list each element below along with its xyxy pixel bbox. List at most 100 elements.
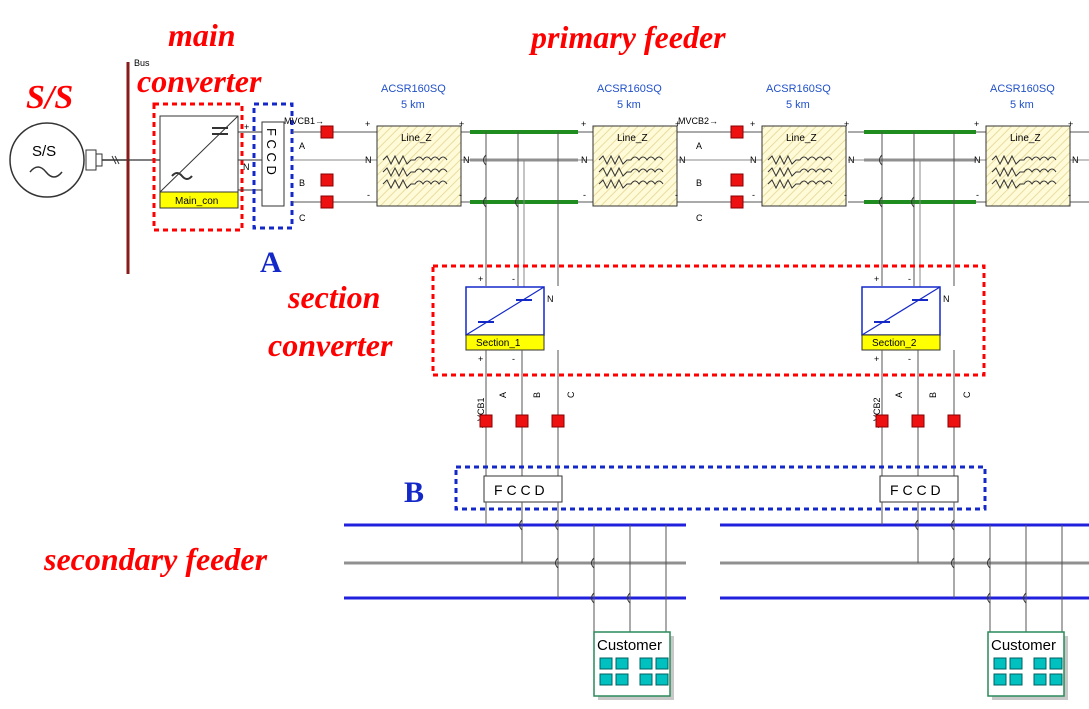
section-n-label: N — [943, 294, 950, 304]
phase-b-label: B — [299, 178, 305, 188]
breaker-b[interactable] — [320, 173, 334, 187]
line-length-label: 5 km — [786, 99, 810, 111]
phase-a-label: A — [299, 141, 305, 151]
line-minus-out: - — [675, 190, 678, 200]
drop-minus: - — [908, 274, 911, 284]
vcb-breaker[interactable] — [947, 414, 961, 428]
line-name-label: Line_Z — [617, 133, 648, 144]
vcb-label: ←VCB1 — [476, 397, 486, 430]
customer-2[interactable]: Customer — [987, 631, 1068, 700]
fccd-main[interactable]: F C C D — [252, 102, 294, 230]
line-n-out: N — [1072, 155, 1079, 165]
line-plus-in: + — [750, 119, 755, 129]
section-out-minus: - — [908, 354, 911, 364]
secondary-breakers-2[interactable]: ←VCB2 A B C — [872, 350, 972, 476]
section-converter-title: converter — [268, 327, 393, 363]
line-type-label: ACSR160SQ — [381, 83, 446, 95]
breaker-a[interactable] — [320, 125, 334, 139]
phase-b-label: B — [696, 178, 702, 188]
main-title: main — [168, 17, 236, 53]
section-converter-2[interactable]: Section_2N+- — [861, 286, 950, 364]
line-minus-out: - — [844, 190, 847, 200]
customer-label: Customer — [991, 637, 1056, 654]
section-converter-highlight — [431, 264, 986, 377]
customer-window-icon — [1049, 673, 1063, 686]
phase-c-label: C — [299, 213, 306, 223]
phase-a-label: A — [894, 392, 904, 398]
primary-feeder-conductors — [292, 130, 1089, 204]
line-name-label: Line_Z — [786, 133, 817, 144]
customer-window-icon — [1009, 657, 1023, 670]
breaker-a[interactable] — [730, 125, 744, 139]
breaker-c[interactable] — [730, 195, 744, 209]
phase-a-label: A — [498, 392, 508, 398]
source-label: S/S — [32, 143, 56, 160]
line-length-label: 5 km — [1010, 99, 1034, 111]
substation-source[interactable]: S/S — [9, 122, 128, 198]
secondary-feeder-conductors — [344, 523, 1089, 600]
primary-feeder-title: primary feeder — [528, 19, 726, 55]
fccd-secondary-label: F C C D — [890, 482, 941, 498]
vcb-breaker[interactable] — [515, 414, 529, 428]
section-drop-2: +- — [874, 132, 955, 296]
mv-breaker-group-1[interactable]: MVCB1→ A B C — [284, 116, 334, 223]
line-name-label: Line_Z — [401, 133, 432, 144]
customer-window-icon — [1009, 673, 1023, 686]
customer-window-icon — [1049, 657, 1063, 670]
secondary-drops-1 — [485, 502, 667, 632]
main-converter[interactable]: Main_con + N — [152, 102, 262, 232]
line-length-label: 5 km — [401, 99, 425, 111]
customer-window-icon — [639, 657, 653, 670]
line-minus-in: - — [367, 190, 370, 200]
customer-label: Customer — [597, 637, 662, 654]
fccd-main-label: F C C D — [264, 128, 279, 175]
line-minus-in: - — [583, 190, 586, 200]
main-n: N — [243, 162, 250, 172]
breaker-c[interactable] — [320, 195, 334, 209]
drop-plus: + — [478, 274, 483, 284]
fccd-secondary-label: F C C D — [494, 482, 545, 498]
line-type-label: ACSR160SQ — [990, 83, 1055, 95]
vcb-breaker[interactable] — [875, 414, 889, 428]
fccd-secondary-1[interactable]: F C C D — [483, 475, 563, 503]
section-drop-1: +- — [478, 132, 559, 296]
line-plus-out: + — [844, 119, 849, 129]
line-n-out: N — [848, 155, 855, 165]
line-plus-out: + — [459, 119, 464, 129]
line-n-in: N — [974, 155, 981, 165]
phase-b-label: B — [928, 392, 938, 398]
customer-1[interactable]: Customer — [593, 631, 674, 700]
drop-plus: + — [874, 274, 879, 284]
mv-breaker-group-2[interactable]: MVCB2→ABC — [678, 116, 744, 223]
phase-c-label: C — [962, 391, 972, 398]
vcb-breaker[interactable] — [551, 414, 565, 428]
customer-window-icon — [599, 657, 613, 670]
line-length-label: 5 km — [617, 99, 641, 111]
main-plus: + — [244, 122, 249, 132]
line-n-in: N — [750, 155, 757, 165]
vcb-breaker[interactable] — [479, 414, 493, 428]
section-converter-1[interactable]: Section_1N+- — [465, 286, 554, 364]
line-minus-in: - — [752, 190, 755, 200]
fccd-secondary-2[interactable]: F C C D — [879, 475, 959, 503]
vcb-breaker[interactable] — [911, 414, 925, 428]
customer-window-icon — [639, 673, 653, 686]
line-minus-out: - — [1068, 190, 1071, 200]
section-out-plus: + — [478, 354, 483, 364]
customer-window-icon — [615, 657, 629, 670]
phase-a-label: A — [696, 141, 702, 151]
customer-window-icon — [655, 657, 669, 670]
customer-window-icon — [1033, 673, 1047, 686]
section-n-label: N — [547, 294, 554, 304]
vcb-label: ←VCB2 — [872, 397, 882, 430]
line-name-label: Line_Z — [1010, 133, 1041, 144]
mv-breaker-label: MVCB1→ — [284, 116, 324, 126]
line-type-label: ACSR160SQ — [597, 83, 662, 95]
breaker-b[interactable] — [730, 173, 744, 187]
